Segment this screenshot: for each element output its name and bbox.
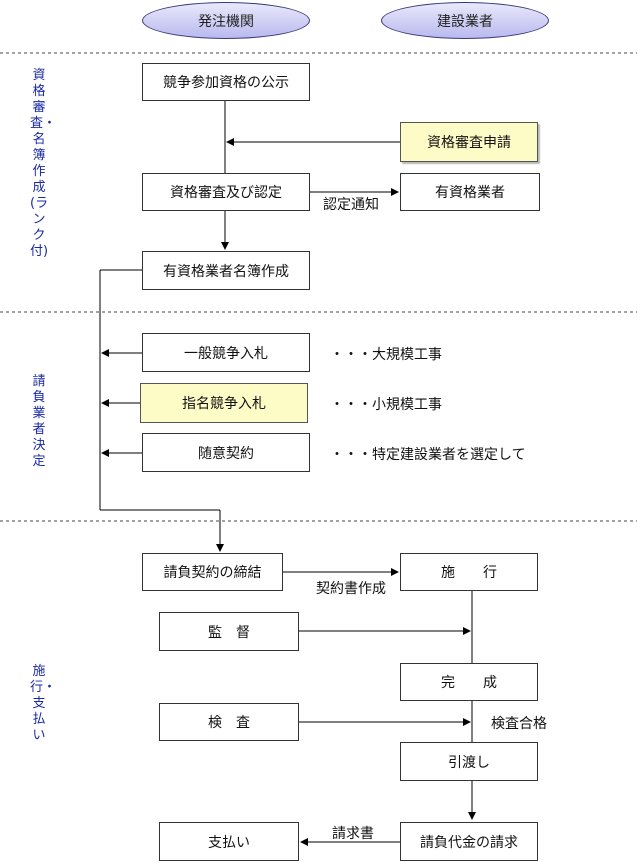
supervision-box: 監 督 xyxy=(159,612,299,651)
designated-bidding-box: 指名競争入札 xyxy=(140,383,308,423)
header-contractor: 建設業者 xyxy=(381,2,549,39)
section-label-contractor-decision: 請負業者決定 xyxy=(32,374,46,469)
invoice-label: 請求書 xyxy=(332,826,374,842)
section-label-execution-payment: 施行・支払い xyxy=(30,664,57,743)
negotiated-contract-box: 随意契約 xyxy=(142,433,310,472)
header-orderer: 発注機関 xyxy=(142,2,310,39)
qualification-application-box: 資格審査申請 xyxy=(400,122,538,162)
payment-box: 支払い xyxy=(159,822,299,861)
contract-document-label: 契約書作成 xyxy=(316,581,386,597)
contract-conclusion-box: 請負契約の締結 xyxy=(142,553,283,591)
qualified-contractor-box: 有資格業者 xyxy=(400,173,540,211)
public-notice-box: 競争参加資格の公示 xyxy=(142,63,310,101)
register-creation-box: 有資格業者名簿作成 xyxy=(142,251,310,290)
construction-box: 施 行 xyxy=(400,553,538,591)
inspection-pass-label: 検査合格 xyxy=(491,716,547,732)
handover-box: 引渡し xyxy=(400,742,538,781)
inspection-box: 検 査 xyxy=(159,703,299,741)
specific-contractor-label: ・・・特定建設業者を選定して xyxy=(330,447,526,463)
small-scale-label: ・・・小規模工事 xyxy=(330,397,442,413)
qualification-review-box: 資格審査及び認定 xyxy=(142,173,310,211)
section-label-qualification: 資格審査・名簿作成(ランク付) xyxy=(30,68,57,259)
certification-notice-label: 認定通知 xyxy=(323,197,379,213)
large-scale-label: ・・・大規模工事 xyxy=(330,347,442,363)
general-bidding-box: 一般競争入札 xyxy=(142,333,310,372)
payment-request-box: 請負代金の請求 xyxy=(400,822,538,861)
completion-box: 完 成 xyxy=(400,663,538,701)
